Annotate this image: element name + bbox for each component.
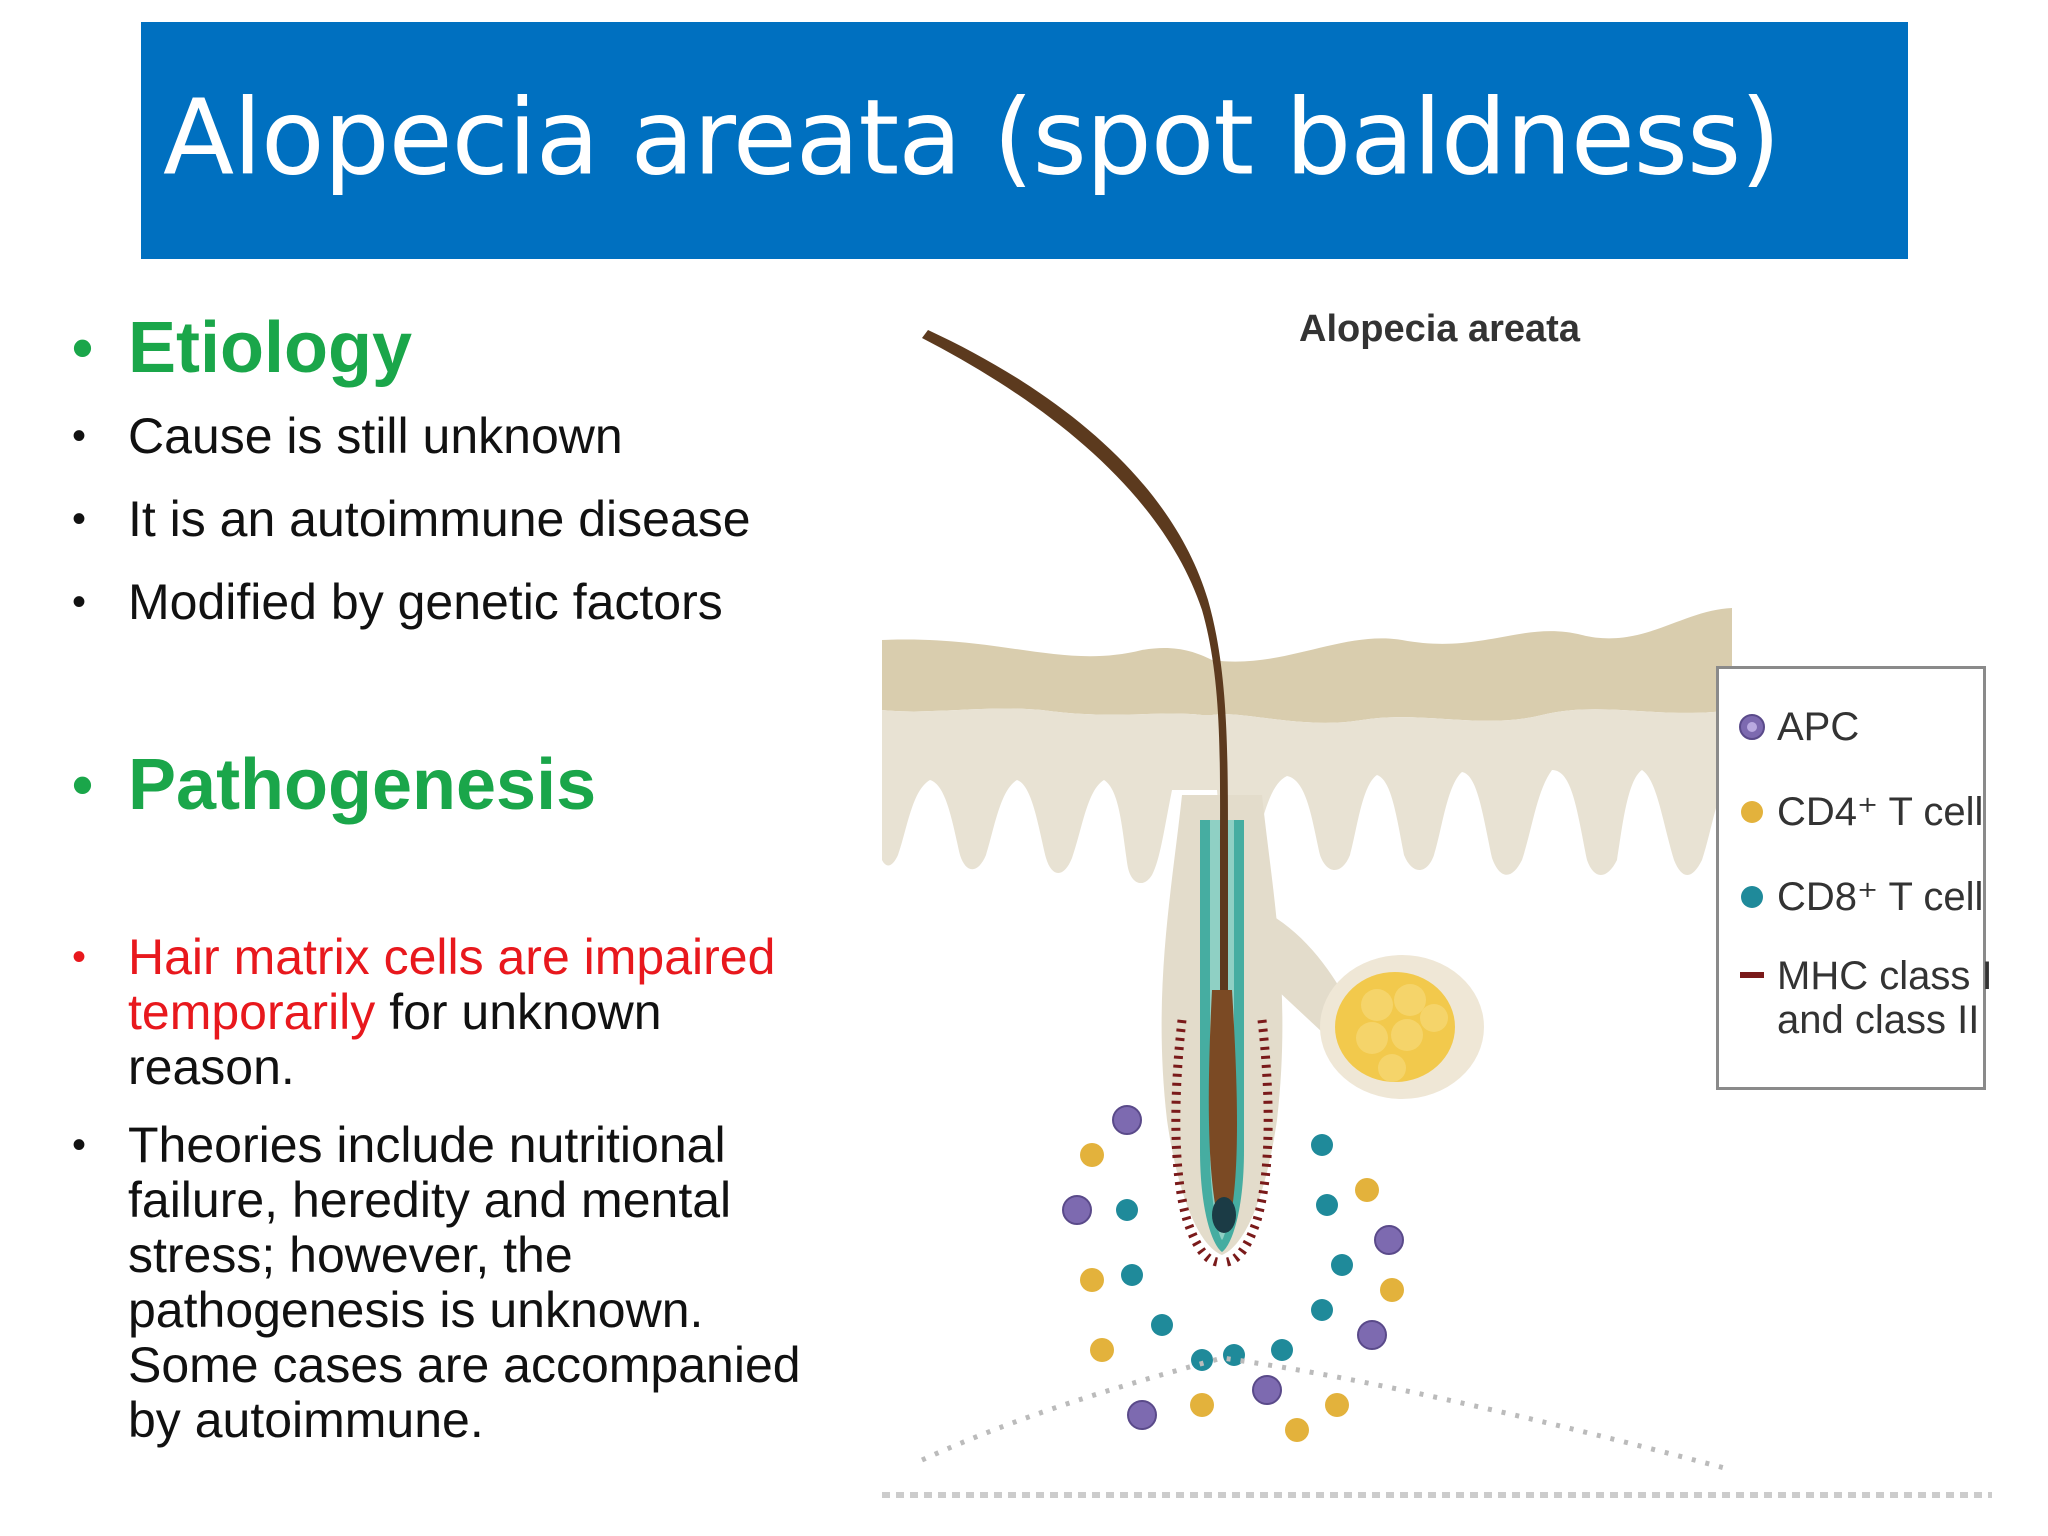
- pathogenesis-point: • Hair matrix cells are impaired tempora…: [72, 930, 832, 1095]
- dermis-layer: [882, 708, 1732, 884]
- apc-cell-icon: [1739, 714, 1765, 740]
- title-bar: Alopecia areata (spot baldness): [141, 22, 1908, 259]
- cd8-cell-icon: [1741, 886, 1763, 908]
- bullet-icon: •: [72, 580, 87, 624]
- mhc-marker-icon: [1740, 972, 1764, 978]
- pathogenesis-point: • Theories include nutritional failure, …: [72, 1118, 832, 1448]
- mhc-markers-right: [1225, 1019, 1273, 1267]
- hair-follicle-diagram: Alopecia areata: [882, 290, 1997, 1510]
- highlight-text: Hair matrix cells are impaired temporari…: [128, 929, 776, 1040]
- cd4-cells: [1080, 1143, 1404, 1442]
- bullet-icon: •: [72, 497, 87, 541]
- epidermis-layer: [882, 608, 1732, 723]
- bullet-icon: •: [72, 935, 87, 979]
- follicle-illustration: [882, 330, 1992, 1498]
- bullet-icon: •: [72, 751, 94, 818]
- point-text: Theories include nutritional failure, he…: [128, 1117, 801, 1448]
- bullet-icon: •: [72, 314, 94, 381]
- mhc-markers-left: [1171, 1019, 1219, 1267]
- dotted-boundary: [920, 1355, 1733, 1473]
- slide-title: Alopecia areata (spot baldness): [163, 75, 1781, 198]
- point-text: for unknown reason.: [128, 984, 662, 1095]
- legend-item: APC: [1737, 697, 1859, 757]
- apc-cells: [1062, 1105, 1404, 1430]
- figure-title: Alopecia areata: [1299, 308, 1580, 350]
- bullet-icon: •: [72, 414, 87, 458]
- legend-item: MHC class I and class II: [1737, 954, 1993, 1064]
- cd4-cell-icon: [1741, 801, 1763, 823]
- cd8-cells: [1116, 1134, 1353, 1371]
- legend-item: CD8⁺ T cell: [1737, 867, 1983, 927]
- legend-item: CD4⁺ T cell: [1737, 782, 1983, 842]
- bullet-icon: •: [72, 1123, 87, 1167]
- figure-legend: APC CD4⁺ T cell CD8⁺ T cell MHC class I …: [1716, 666, 1993, 1090]
